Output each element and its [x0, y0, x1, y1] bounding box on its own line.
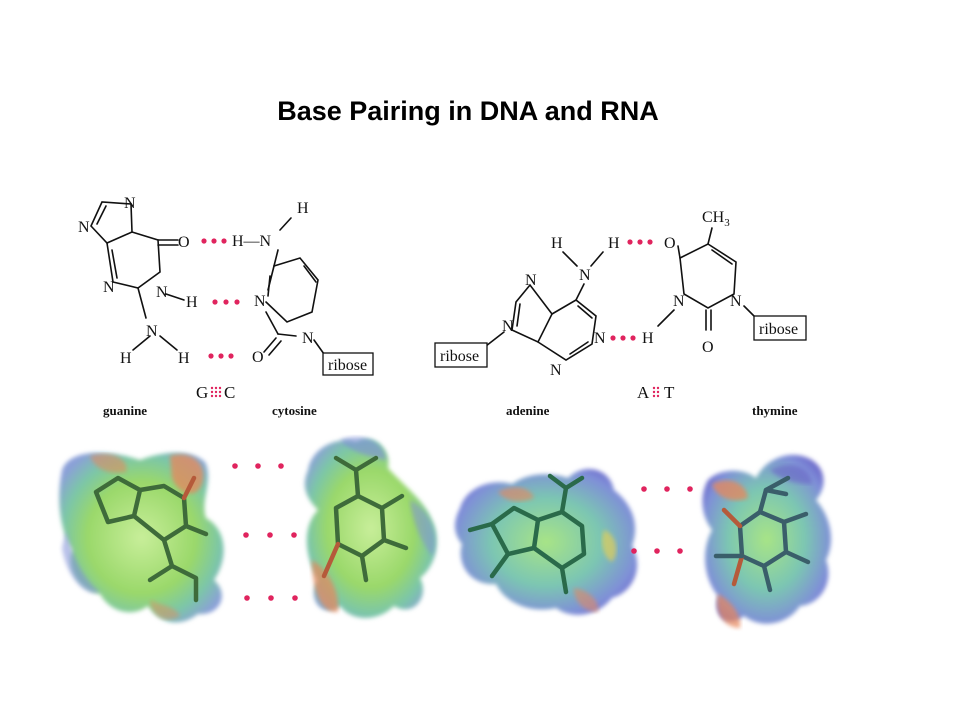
cytosine-n1-label: N [302, 330, 314, 347]
adenine-n1-label: N [594, 330, 606, 347]
cytosine-ribose-label: ribose [328, 357, 367, 374]
guanine-o6-label: O [178, 234, 190, 251]
guanine-caption: guanine [103, 403, 147, 418]
adenine-ribose-label: ribose [440, 348, 479, 365]
adenine-caption: adenine [506, 403, 550, 418]
adenine-potential-map [455, 468, 638, 615]
adenine-structure: H H N N N N N ribose [434, 235, 620, 379]
guanine-potential-map [59, 452, 224, 623]
thymine-caption: thymine [752, 403, 798, 418]
guanine-n9-label: N [78, 219, 90, 236]
thymine-h3-label: H [642, 330, 654, 347]
cytosine-n3-label: N [254, 293, 266, 310]
adenine-ribose-box [434, 342, 488, 368]
gc-pair-g: G [196, 383, 208, 402]
at-hydrogen-bonds [610, 239, 653, 341]
cytosine-hn4-label: H—N [232, 233, 272, 250]
guanine-structure: N N N N O H N H H [78, 195, 198, 367]
thymine-ribose-box [753, 315, 807, 341]
gc-pair-c: C [224, 383, 235, 402]
guanine-n3-label: N [103, 279, 115, 296]
guanine-h2a-label: H [120, 350, 132, 367]
cytosine-caption: cytosine [272, 403, 317, 418]
cytosine-h4a-label: H [297, 200, 309, 217]
gc-hydrogen-bonds [201, 238, 240, 359]
guanine-n7-label: N [124, 195, 136, 212]
guanine-n1-label: N [156, 284, 168, 301]
guanine-n2-label: N [146, 323, 158, 340]
gc-map-hydrogen-bonds [232, 463, 298, 601]
thymine-o2-label: O [702, 339, 714, 356]
at-pair-t: T [664, 383, 675, 402]
adenine-n6-label: N [579, 267, 591, 284]
cytosine-structure: H H—N N N O ribose [232, 200, 374, 376]
thymine-n1-label: N [730, 293, 742, 310]
at-pair-a: A [637, 383, 650, 402]
guanine-h2b-label: H [178, 350, 190, 367]
adenine-n9-label: N [502, 318, 514, 335]
cytosine-ribose-box [322, 352, 374, 376]
thymine-potential-map [702, 454, 831, 628]
thymine-ribose-label: ribose [759, 321, 798, 338]
gc-pair-symbol: G C [196, 383, 235, 402]
at-pair-symbol: A T [637, 383, 675, 402]
guanine-h1-label: H [186, 294, 198, 311]
thymine-o4-label: O [664, 235, 676, 252]
cytosine-potential-map [304, 436, 437, 618]
thymine-n3-label: N [673, 293, 685, 310]
adenine-n3-label: N [550, 362, 562, 379]
thymine-structure: CH3 O N N H O ribose [642, 209, 807, 356]
adenine-h6b-label: H [608, 235, 620, 252]
at-map-hydrogen-bonds [631, 486, 693, 554]
adenine-n7-label: N [525, 272, 537, 289]
cytosine-o2-label: O [252, 349, 264, 366]
slide-title: Base Pairing in DNA and RNA [277, 96, 659, 126]
adenine-h6a-label: H [551, 235, 563, 252]
thymine-methyl-label: CH3 [702, 209, 730, 229]
